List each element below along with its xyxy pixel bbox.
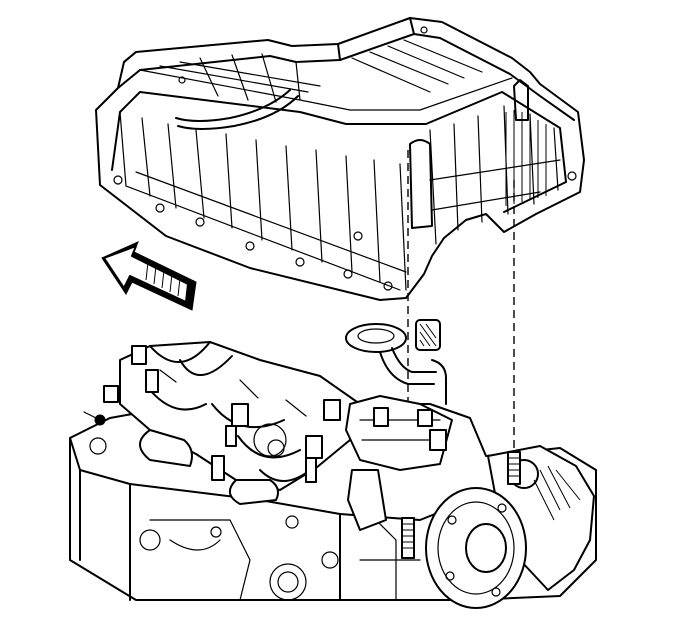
oil-pan (95, 17, 585, 301)
alignment-lines (407, 150, 515, 520)
crankshaft (103, 341, 361, 505)
oil-pump-body (345, 395, 453, 531)
oil-pan-bolt-holes (113, 26, 577, 291)
arrow-left-icon (101, 241, 197, 311)
main-bearing-bolts (103, 345, 341, 483)
alignment-stud (401, 451, 521, 559)
oil-pump-pickup (345, 319, 447, 405)
